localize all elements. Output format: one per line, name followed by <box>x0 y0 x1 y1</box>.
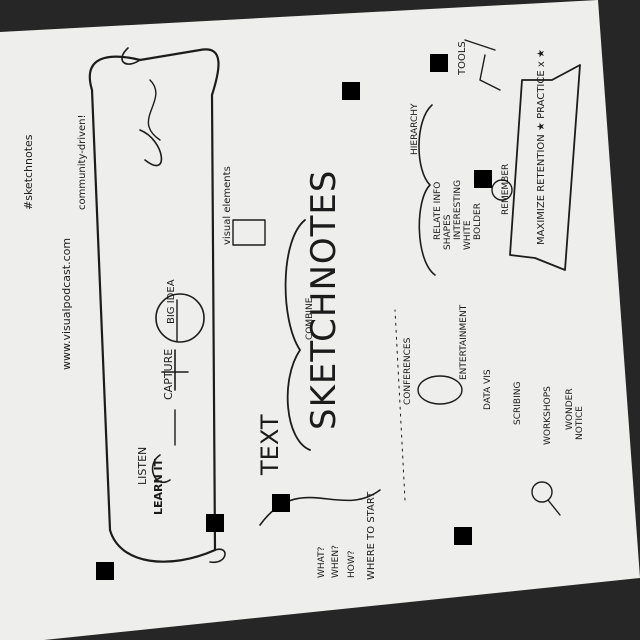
banner-text: MAXIMIZE RETENTION ★ PRACTICE x ★ <box>536 49 547 245</box>
capture-pen-icon <box>161 349 189 391</box>
visual-idea: SHAPES <box>443 214 453 250</box>
sketchnotes-title: SKETCHNOTES <box>304 170 344 430</box>
flow-arrow <box>147 79 161 141</box>
listen-text: LISTEN <box>136 447 149 485</box>
scroll-group: #sketchnotes www.visualpodcast.com commu… <box>22 47 226 563</box>
visual-card-icon <box>232 219 266 246</box>
entertainment-label: ENTERTAINMENT <box>459 304 469 380</box>
magnifier-handle <box>547 499 561 516</box>
step-item: HOW? <box>347 550 357 578</box>
tools-icon <box>464 39 501 91</box>
redaction-box <box>206 514 224 532</box>
redaction-box <box>454 527 472 545</box>
big-idea-bulb-icon <box>155 293 205 343</box>
conferences-label: CONFERENCES <box>403 337 413 405</box>
capture-text: CAPTURE <box>162 349 175 400</box>
uses-group: WORKSHOPS ENTERTAINMENT DATA VIS SCRIBIN… <box>259 304 585 580</box>
combine-label: COMBINE <box>305 297 315 340</box>
wonder-label: WONDER <box>565 388 575 430</box>
cloud-icon <box>417 375 463 405</box>
center-group: SKETCHNOTES TEXT COMBINE visual elements <box>222 166 344 476</box>
workshops-label: WORKSHOPS <box>543 386 553 445</box>
retention-banner <box>509 64 581 271</box>
visual-ideas-list: INTERESTING WHITE BOLDER SHAPES RELATE I… <box>433 180 483 250</box>
redaction-box <box>430 54 448 72</box>
where-to-start-label: WHERE TO START <box>366 491 377 580</box>
redaction-box <box>272 494 290 512</box>
scroll-curl-top <box>209 548 226 563</box>
retention-group: MAXIMIZE RETENTION ★ PRACTICE x ★ TOOLS … <box>410 39 581 276</box>
combine-brace <box>284 219 311 451</box>
tools-label: TOOLS <box>457 41 468 76</box>
visual-idea: BOLDER <box>473 203 483 240</box>
listen-ear-icon <box>151 454 171 484</box>
redaction-box <box>474 170 492 188</box>
step-item: WHEN? <box>331 545 341 578</box>
hashtag-text: #sketchnotes <box>22 134 35 210</box>
text-label: TEXT <box>256 414 284 476</box>
spiral-icon <box>491 179 513 201</box>
visual-idea: WHITE <box>463 220 473 250</box>
website-text: www.visualpodcast.com <box>60 238 73 370</box>
community-text: community-driven! <box>77 115 88 210</box>
big-idea-text: BIG IDEA <box>166 279 177 324</box>
scroll-outline <box>88 48 220 563</box>
visual-idea: INTERESTING <box>453 180 463 240</box>
data-vis-label: DATA VIS <box>483 369 493 410</box>
visual-idea: RELATE INFO <box>433 182 443 240</box>
scroll-curl-bottom <box>121 47 141 65</box>
ideas-brace <box>418 104 436 276</box>
scribing-label: SCRIBING <box>513 382 523 425</box>
step-item: WHAT? <box>317 546 327 578</box>
notice-label: NOTICE <box>575 406 585 440</box>
steps-list: HOW? WHEN? WHAT? <box>317 545 357 578</box>
learn-head-icon <box>139 129 163 167</box>
sketch-content: #sketchnotes www.visualpodcast.com commu… <box>22 39 585 580</box>
hierarchy-label: HIERARCHY <box>410 103 420 155</box>
redaction-box <box>96 562 114 580</box>
magnifier-icon <box>531 481 553 503</box>
remember-label: REMEMBER <box>501 164 511 215</box>
learn-it-text: LEARN IT <box>152 458 165 515</box>
visual-elements-label: visual elements <box>222 166 233 245</box>
redaction-box <box>342 82 360 100</box>
